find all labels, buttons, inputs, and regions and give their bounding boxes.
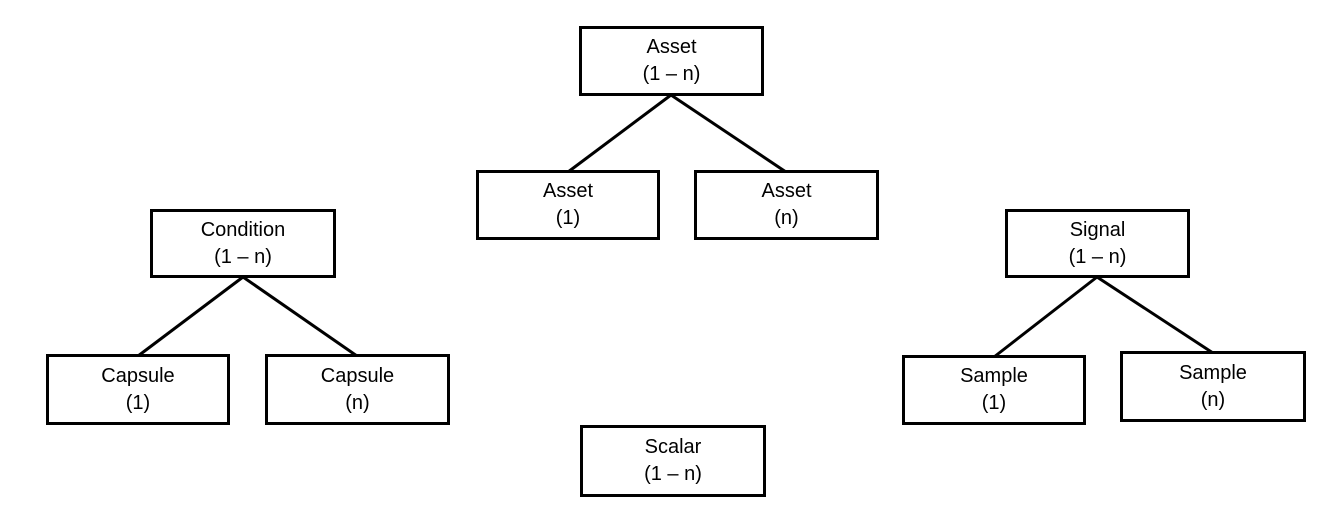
node-title: Capsule [320, 364, 395, 387]
node-title: Sample [960, 365, 1028, 387]
node-cardinality: (1 – n) [642, 63, 701, 85]
node-title: Asset [646, 36, 697, 58]
node-sample-child-n: Sample (n) [1120, 351, 1306, 422]
node-title: Asset [761, 180, 812, 202]
node-condition-root: Condition (1 – n) [150, 209, 336, 278]
node-title: Sample [1179, 361, 1247, 384]
node-cardinality: (n) [774, 207, 799, 229]
node-sample-child-1: Sample (1) [902, 355, 1086, 425]
node-cardinality: (1 – n) [214, 245, 272, 268]
node-scalar: Scalar (1 – n) [580, 425, 766, 497]
node-capsule-child-n: Capsule (n) [265, 354, 450, 425]
node-asset-child-1: Asset (1) [476, 170, 660, 240]
node-cardinality: (1 – n) [1068, 245, 1127, 268]
node-capsule-child-1: Capsule (1) [46, 354, 230, 425]
node-cardinality: (n) [345, 391, 370, 414]
node-cardinality: (1) [981, 392, 1007, 414]
node-title: Signal [1069, 218, 1126, 241]
node-cardinality: (1) [125, 391, 151, 414]
node-title: Capsule [101, 364, 175, 387]
node-cardinality: (1 – n) [644, 463, 702, 485]
node-asset-child-n: Asset (n) [694, 170, 879, 240]
node-title: Asset [542, 180, 594, 202]
node-title: Scalar [644, 436, 702, 458]
node-asset-root: Asset (1 – n) [579, 26, 764, 96]
node-signal-root: Signal (1 – n) [1005, 209, 1190, 278]
node-cardinality: (n) [1200, 388, 1226, 411]
node-title: Condition [200, 218, 286, 241]
node-cardinality: (1) [555, 207, 581, 229]
